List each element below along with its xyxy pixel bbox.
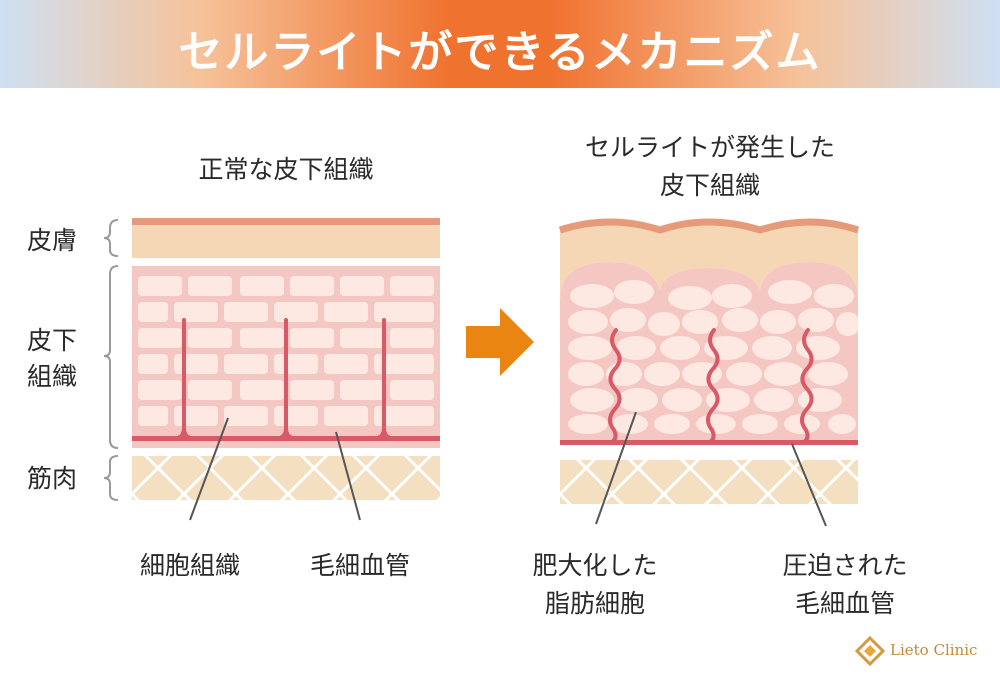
label-subcutaneous-line2: 組織 (26, 362, 77, 391)
muscle-layer (132, 456, 440, 500)
normal-tissue-title: 正常な皮下組織 (198, 155, 374, 184)
vessel-base-line-right (560, 440, 858, 445)
title-banner: セルライトができるメカニズム (0, 0, 1000, 88)
cellulite-title-line2: 皮下組織 (659, 171, 760, 200)
label-compressed-capillaries-line2: 毛細血管 (794, 589, 895, 618)
vessel-base-line (132, 436, 440, 441)
fat-cells-pointer-line (595, 411, 637, 525)
label-skin: 皮膚 (26, 226, 77, 255)
cellulite-tissue-diagram (558, 218, 860, 527)
label-muscle: 筋肉 (26, 464, 77, 493)
diamond-logo-icon (854, 635, 886, 667)
skin-layer-wavy (560, 222, 858, 300)
compressed-capillaries-pointer-line (791, 443, 827, 527)
clinic-logo-text: Lieto Clinic (890, 641, 978, 659)
cell-grid (138, 276, 434, 426)
label-enlarged-fat-line2: 脂肪細胞 (544, 589, 645, 618)
label-subcutaneous-line1: 皮下 (26, 326, 77, 355)
skin-top-edge-wavy (558, 218, 860, 234)
layer-brackets (103, 219, 119, 501)
label-capillaries: 毛細血管 (309, 551, 410, 580)
label-cell-tissue: 細胞組織 (139, 551, 240, 580)
cells-pointer-line (189, 417, 229, 521)
normal-tissue-diagram (103, 218, 440, 521)
skin-top-edge (132, 218, 440, 225)
enlarged-fat-cells (568, 280, 858, 434)
arrow-right-icon (466, 308, 534, 376)
cellulite-title-line1: セルライトが発生した (584, 133, 835, 162)
label-compressed-capillaries-line1: 圧迫された (782, 551, 908, 580)
banner-title: セルライトができるメカニズム (178, 27, 822, 78)
label-enlarged-fat-line1: 肥大化した (532, 551, 658, 580)
capillaries-pointer-line (335, 431, 361, 521)
capillaries-compressed (608, 328, 814, 444)
